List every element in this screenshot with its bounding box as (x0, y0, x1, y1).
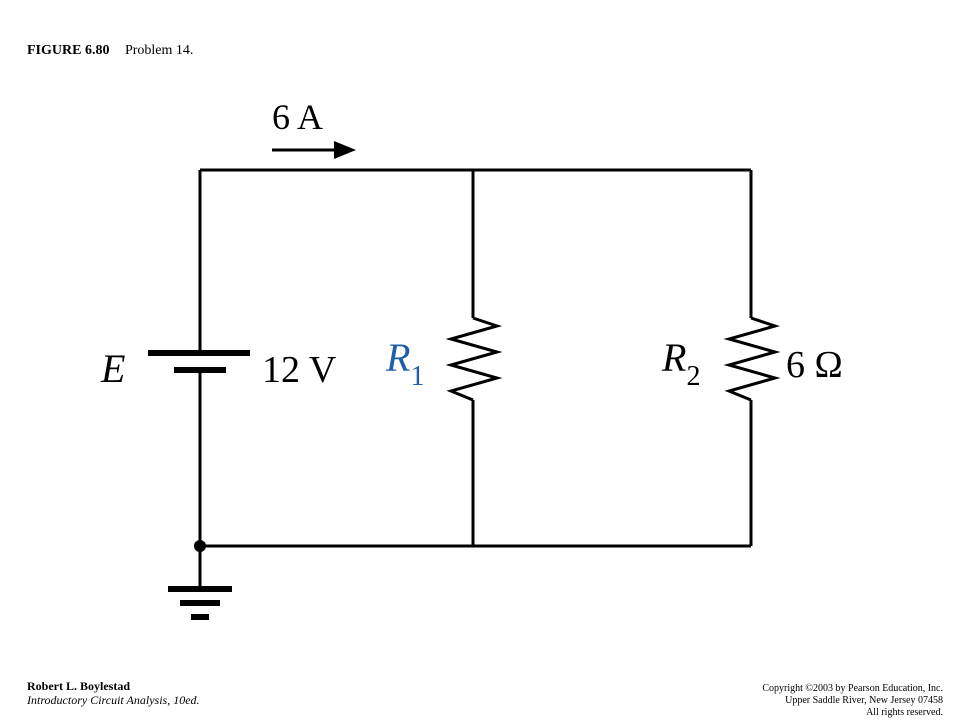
r2-value: 6 Ω (786, 344, 843, 386)
ground-node-dot (194, 540, 206, 552)
figure-caption: FIGURE 6.80 Problem 14. (27, 43, 193, 59)
copyright-line: All rights reserved. (866, 707, 943, 718)
r2-label-subscript: 2 (686, 361, 700, 392)
r1-label-subscript: 1 (410, 361, 424, 392)
r1-zigzag (445, 316, 503, 402)
ground-icon (168, 586, 232, 620)
copyright-line: Copyright ©2003 by Pearson Education, In… (762, 683, 943, 694)
current-label: 6 A (272, 97, 323, 137)
r2-zigzag (723, 316, 781, 402)
problem-label: Problem 14. (124, 43, 194, 58)
wires (198, 168, 781, 588)
current-arrow-icon (272, 141, 356, 159)
author-name: Robert L. Boylestad (27, 679, 130, 693)
copyright-notice: Copyright ©2003 by Pearson Education, In… (762, 683, 943, 719)
figure-number: FIGURE 6.80 (27, 43, 110, 58)
source-value: 12 V (262, 349, 337, 391)
r2-label: R2 (661, 335, 700, 392)
source-label: E (100, 346, 125, 391)
r2-label-letter: R (661, 335, 686, 380)
copyright-line: Upper Saddle River, New Jersey 07458 (785, 695, 943, 706)
r1-label: R1 (385, 335, 424, 392)
book-title: Introductory Circuit Analysis, 10ed. (27, 693, 200, 707)
r1-label-letter: R (385, 335, 410, 380)
author-credit: Robert L. Boylestad Introductory Circuit… (27, 679, 200, 707)
